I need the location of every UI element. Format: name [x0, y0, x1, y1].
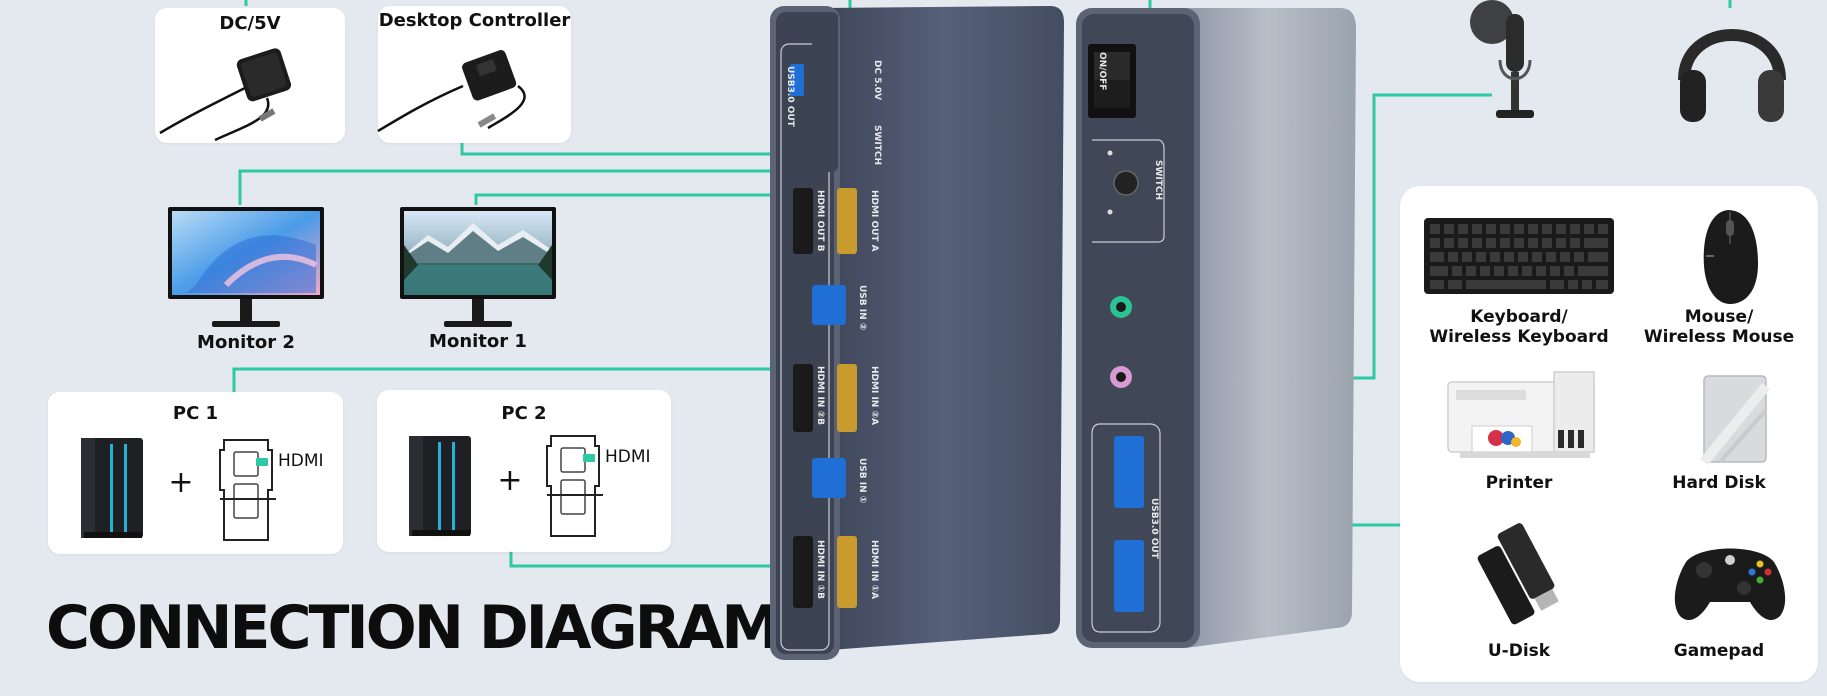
pc-1-tower-icon	[81, 438, 143, 538]
pc-1-card: PC 1 + HDMI	[48, 392, 343, 554]
monitor-2-label: Monitor 2	[197, 332, 295, 353]
gamepad-icon	[1674, 548, 1786, 621]
mouse-label-line2: Wireless Mouse	[1643, 326, 1795, 347]
back-usb-port-1	[1114, 436, 1144, 508]
keyboard-label-line2: Wireless Keyboard	[1429, 326, 1609, 347]
keyboard-icon	[1424, 218, 1614, 294]
u-disk-label: U-Disk	[1487, 641, 1551, 661]
hdmi-in-1b-port	[793, 536, 813, 608]
gamepad-label: Gamepad	[1673, 641, 1765, 661]
pc-1-port-icon	[219, 439, 276, 541]
headphones-icon	[1678, 29, 1786, 122]
power-adapter-icon	[159, 48, 292, 142]
monitor-2-icon	[168, 207, 324, 327]
diagram-title: CONNECTION DIAGRAM	[46, 593, 781, 663]
printer-label: Printer	[1485, 473, 1553, 493]
desktop-controller-label: Desktop Controller	[378, 10, 571, 31]
label-back-switch: SWITCH	[1153, 160, 1163, 200]
usb-in-2-port	[812, 285, 846, 325]
back-usb-port-2	[1114, 540, 1144, 612]
hdmi-out-a-port	[837, 188, 857, 254]
mouse-icon	[1703, 210, 1758, 304]
u-disk-icon	[1477, 523, 1559, 625]
pc-1-hdmi-label: HDMI	[278, 451, 324, 471]
label-dc: DC 5.0V	[872, 60, 882, 100]
microphone-icon	[1470, 0, 1534, 118]
desktop-controller-card: Desktop Controller	[377, 6, 571, 143]
printer-icon	[1447, 371, 1595, 458]
keyboard-label-line1: Keyboard/	[1470, 307, 1568, 327]
back-switch-button	[1113, 170, 1139, 196]
monitor-1-icon	[400, 207, 556, 327]
monitor-1-label: Monitor 1	[429, 331, 527, 352]
label-hdmi-in-1a: HDMI IN ①A	[869, 540, 879, 599]
pc-1-label: PC 1	[172, 403, 219, 424]
hdmi-out-b-port	[793, 188, 813, 254]
label-hdmi-in-2a: HDMI IN ②A	[869, 366, 879, 425]
hdmi-in-2b-port	[793, 364, 813, 432]
label-usb-out: USB3.0 OUT	[785, 66, 795, 128]
power-adapter-card: DC/5V	[155, 8, 345, 143]
pc-2-tower-icon	[409, 436, 471, 536]
front-usb-out-port	[790, 64, 804, 96]
keyboard-label: Keyboard/ Wireless Keyboard	[1412, 307, 1626, 347]
label-on-off: ON/OFF	[1097, 52, 1107, 90]
monitor-1: Monitor 1	[398, 205, 558, 352]
label-hdmi-in-1b: HDMI IN ①B	[815, 540, 825, 599]
peripherals-panel: Keyboard/ Wireless Keyboard Mouse/ Wirel…	[1400, 186, 1818, 682]
power-adapter-label: DC/5V	[219, 13, 281, 34]
monitor-2: Monitor 2	[166, 205, 326, 353]
hard-disk-label: Hard Disk	[1672, 473, 1766, 493]
label-usb-in-1: USB IN ①	[857, 458, 867, 503]
label-hdmi-in-2b: HDMI IN ②B	[815, 366, 825, 425]
label-usb-in-2: USB IN ②	[857, 285, 867, 330]
pc-2-port-icon	[546, 435, 603, 537]
pc-2-label: PC 2	[501, 403, 547, 424]
label-back-usb-out: USB3.0 OUT	[1149, 498, 1159, 560]
pc-2-card: PC 2 + HDMI	[377, 390, 671, 552]
pc1-line	[232, 367, 780, 392]
label-hdmi-out-a: HDMI OUT A	[869, 190, 879, 252]
hdmi-in-1a-port	[837, 536, 857, 608]
label-hdmi-out-b: HDMI OUT B	[815, 190, 825, 252]
usb-in-1-port	[812, 458, 846, 498]
pc-2-hdmi-label: HDMI	[605, 447, 651, 467]
pc2-line	[509, 552, 780, 568]
pc-1-plus: +	[168, 465, 194, 500]
pc-2-plus: +	[497, 463, 523, 498]
hdmi-in-2a-port	[837, 364, 857, 432]
back-panel	[1082, 14, 1194, 642]
mouse-label-line1: Mouse/	[1684, 307, 1754, 327]
label-switch: SWITCH	[872, 125, 882, 165]
mouse-label: Mouse/ Wireless Mouse	[1622, 307, 1816, 347]
hard-disk-icon	[1700, 375, 1770, 466]
desktop-controller-icon	[377, 50, 526, 133]
